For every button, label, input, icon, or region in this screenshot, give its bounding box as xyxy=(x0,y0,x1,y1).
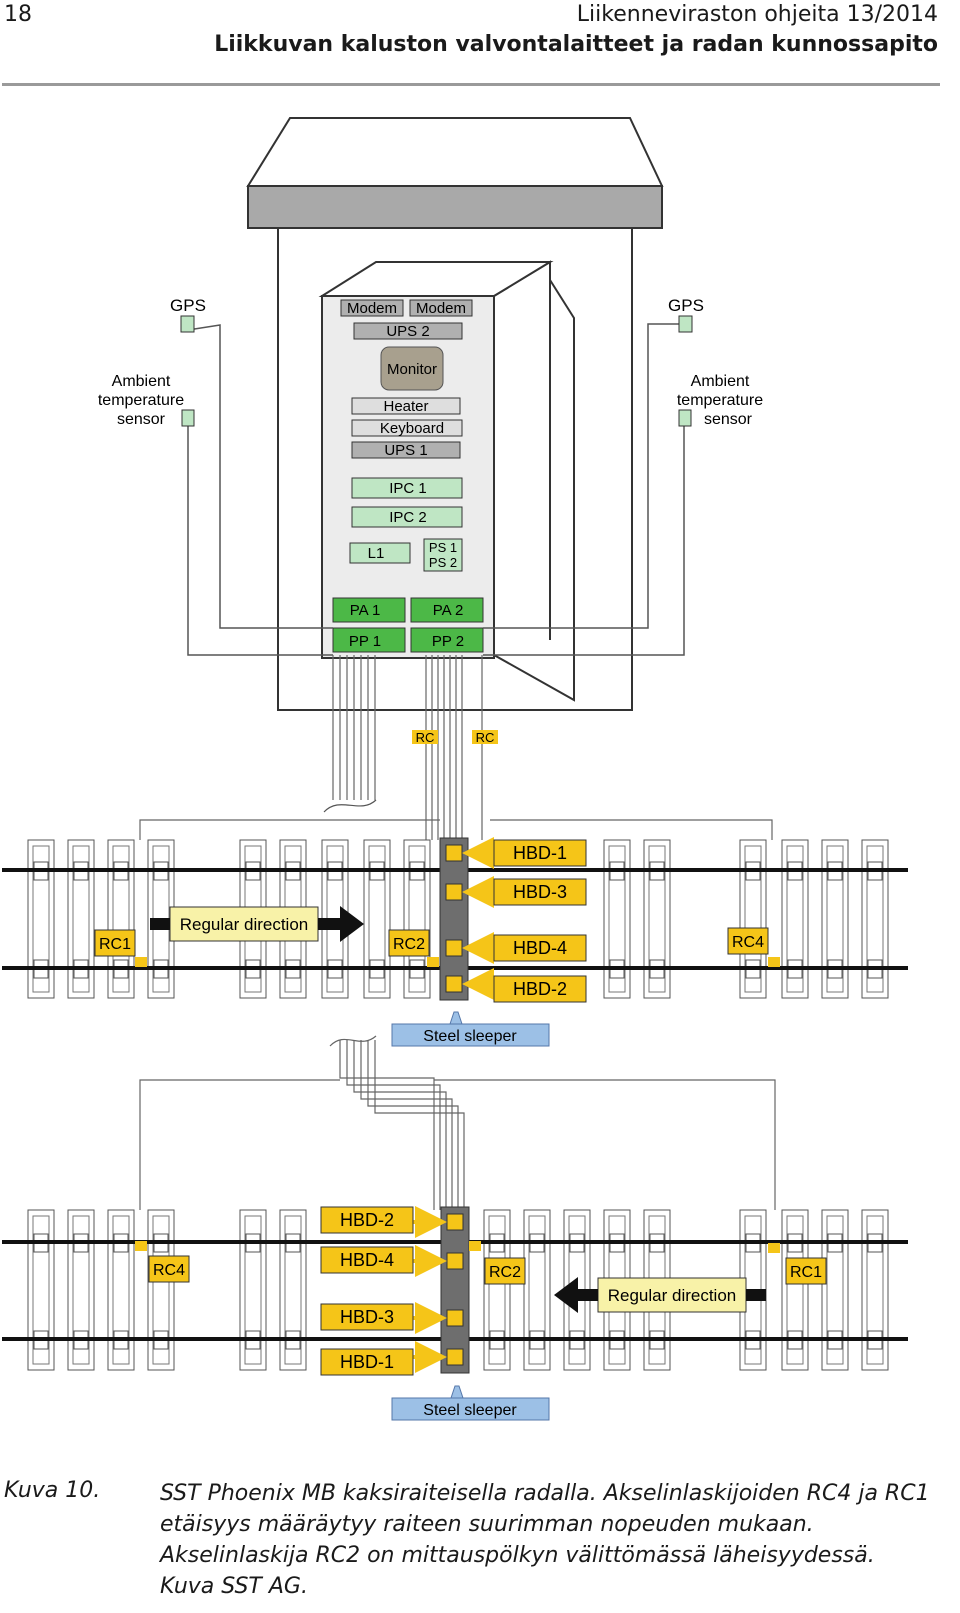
upper-sleeper-label: Steel sleeper xyxy=(423,1028,517,1045)
lower-sleeper-pointer xyxy=(450,1385,464,1399)
gps-left-label: GPS xyxy=(170,296,206,315)
keyboard-label: Keyboard xyxy=(380,420,444,437)
ipc2-label: IPC 2 xyxy=(389,509,427,526)
lower-rc-right-label: RC1 xyxy=(790,1264,822,1281)
ambient-left-line-1: Ambient xyxy=(112,373,171,390)
upper-rc-left-label: RC1 xyxy=(99,936,131,953)
ambient-right-sensor xyxy=(678,409,692,427)
lower-sleeper-label-box xyxy=(391,1397,550,1421)
ups1-label: UPS 1 xyxy=(384,442,427,459)
lower-rc-mid-label: RC2 xyxy=(489,1264,521,1281)
sleeper-inner xyxy=(112,845,130,993)
lower-hbd-1-label: HBD-1 xyxy=(340,1352,394,1372)
sleeper-inner xyxy=(866,1215,884,1365)
sleeper-inner xyxy=(528,1215,546,1365)
publication-title: Liikenneviraston ohjeita 13/2014 xyxy=(576,2,938,27)
ambient-right-line-2: temperature xyxy=(677,392,763,409)
ambient-right-line-1: Ambient xyxy=(691,373,750,390)
lower-hbd-4-label: HBD-4 xyxy=(340,1250,394,1270)
lower-steel-sleeper xyxy=(440,1206,470,1374)
lower-direction-arrow-head xyxy=(554,1277,598,1313)
sleeper-inner xyxy=(826,1215,844,1365)
sleeper-inner xyxy=(152,1215,170,1365)
upper-rc-right-label: RC4 xyxy=(732,934,764,951)
pa1-label: PA 1 xyxy=(350,602,381,619)
lower-hbd-3-label: HBD-3 xyxy=(340,1307,394,1327)
pp1-label: PP 1 xyxy=(349,633,381,650)
sleeper-inner xyxy=(744,845,762,993)
ipc1-label: IPC 1 xyxy=(389,480,427,497)
sleeper-inner xyxy=(368,845,386,993)
lower-hbd-sensors xyxy=(446,1213,464,1366)
ambient-left-sensor xyxy=(181,409,195,427)
ps1-label: PS 1 xyxy=(429,540,457,555)
upper-hbd-arrows xyxy=(462,837,494,1000)
sleeper-inner xyxy=(32,1215,50,1365)
ambient-left-line-2: temperature xyxy=(98,392,184,409)
gps-right-label: GPS xyxy=(668,296,704,315)
header-rule xyxy=(2,83,940,86)
cabinet-door xyxy=(493,260,575,702)
upper-sleeper-pointer xyxy=(449,1011,463,1025)
gps-right-sensor xyxy=(678,315,693,333)
rc-cable-label-1: RC xyxy=(416,730,435,745)
lower-rc-left-label: RC4 xyxy=(153,1262,185,1279)
gps-left-sensor xyxy=(180,315,195,333)
ps2-label: PS 2 xyxy=(429,555,457,570)
l1-label: L1 xyxy=(368,545,385,562)
ambient-right-line-3: sensor xyxy=(704,411,753,428)
sleeper-inner xyxy=(786,845,804,993)
page-number: 18 xyxy=(4,2,32,27)
lower-direction-arrow-tail xyxy=(746,1289,766,1301)
modem-1-label: Modem xyxy=(347,300,397,317)
pa2-label: PA 2 xyxy=(433,602,464,619)
cabinet-units: Modem Modem UPS 2 Monitor Heater Keyboar… xyxy=(332,299,484,653)
sleeper-inner xyxy=(608,845,626,993)
sleeper-inner xyxy=(72,845,90,993)
phoenix-mb-diagram: Modem Modem UPS 2 Monitor Heater Keyboar… xyxy=(2,117,908,1421)
lower-cable-bundles xyxy=(139,1035,776,1210)
sleeper-inner xyxy=(72,1215,90,1365)
upper-direction-arrow-tail xyxy=(150,918,170,930)
upper-direction-arrow-head xyxy=(318,906,364,942)
caption-text: SST Phoenix MB kaksiraiteisella radalla.… xyxy=(160,1481,930,1599)
sleeper-inner xyxy=(112,1215,130,1365)
lower-direction-label: Regular direction xyxy=(608,1286,737,1305)
ambient-left-line-3: sensor xyxy=(117,411,166,428)
upper-sleeper-label-box xyxy=(391,1023,550,1047)
lower-hbd-arrows xyxy=(413,1206,447,1373)
sleeper-inner xyxy=(408,845,426,993)
upper-hbd-3-label: HBD-3 xyxy=(513,882,567,902)
cable-bundles xyxy=(139,655,773,840)
lower-hbd-2-label: HBD-2 xyxy=(340,1210,394,1230)
upper-hbd-4-label: HBD-4 xyxy=(513,938,567,958)
caption-label: Kuva 10. xyxy=(4,1478,101,1503)
sleeper-inner xyxy=(488,1215,506,1365)
sensor-wiring xyxy=(187,323,685,656)
pp2-label: PP 2 xyxy=(432,633,464,650)
rc-cable-label-2: RC xyxy=(476,730,495,745)
heater-label: Heater xyxy=(383,398,428,415)
upper-rc-mid-label: RC2 xyxy=(393,936,425,953)
upper-direction-box xyxy=(169,906,319,942)
sleeper-inner xyxy=(826,845,844,993)
ups2-label: UPS 2 xyxy=(386,323,429,340)
lower-sleeper-label: Steel sleeper xyxy=(423,1402,517,1419)
sleeper-inner xyxy=(786,1215,804,1365)
sleeper-inner xyxy=(648,845,666,993)
modem-2-label: Modem xyxy=(416,300,466,317)
sleeper-inner xyxy=(32,845,50,993)
chapter-title: Liikkuvan kaluston valvontalaitteet ja r… xyxy=(214,32,938,57)
upper-hbd-2-label: HBD-2 xyxy=(513,979,567,999)
upper-direction-label: Regular direction xyxy=(180,915,309,934)
monitor-label: Monitor xyxy=(387,361,437,378)
sleeper-inner xyxy=(866,845,884,993)
sleeper-inner xyxy=(244,1215,262,1365)
sleeper-inner xyxy=(284,1215,302,1365)
upper-hbd-1-label: HBD-1 xyxy=(513,843,567,863)
